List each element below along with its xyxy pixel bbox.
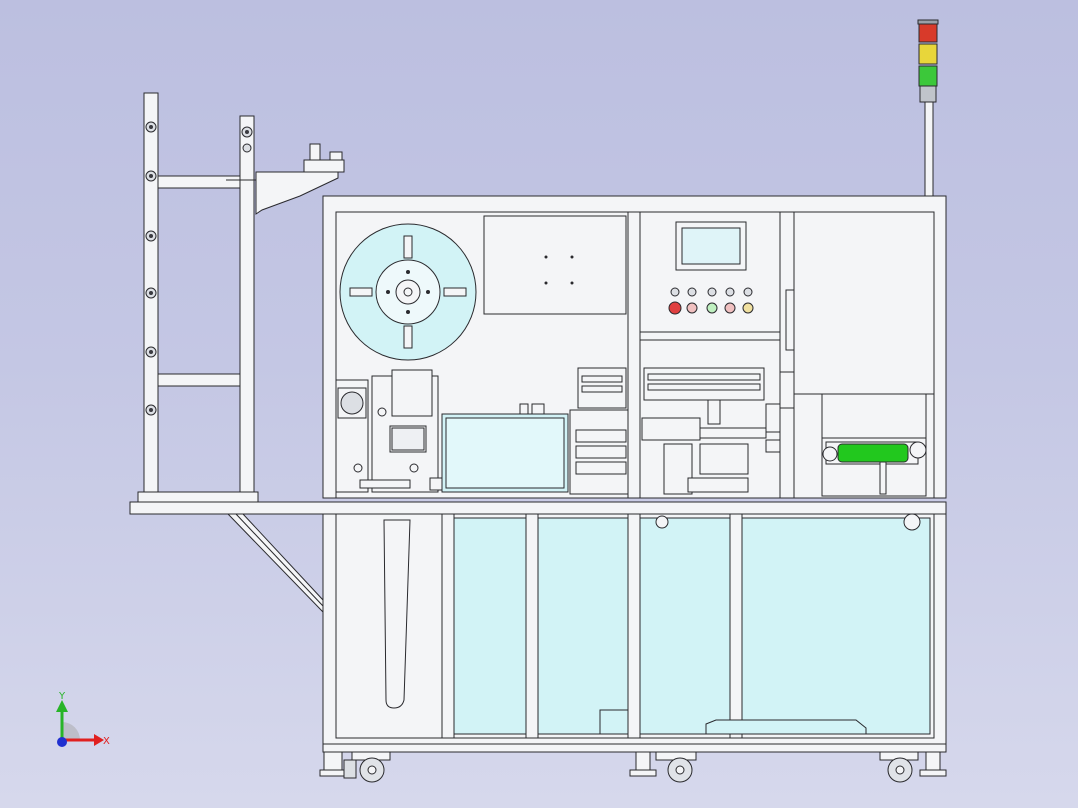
axis-triad: Y X [56,691,110,747]
right-housing [655,211,935,531]
center-mechanism [569,289,795,495]
label-roll [339,223,477,361]
axis-x-label: X [103,736,110,747]
signal-tower [917,19,939,197]
casters [319,751,947,783]
control-panel [639,211,781,341]
left-rack [137,92,345,504]
lower-details [383,519,867,735]
feeder-mechanism [335,369,443,493]
top-display [483,215,627,315]
glass-box [441,403,569,493]
axis-y-label: Y [58,691,66,702]
